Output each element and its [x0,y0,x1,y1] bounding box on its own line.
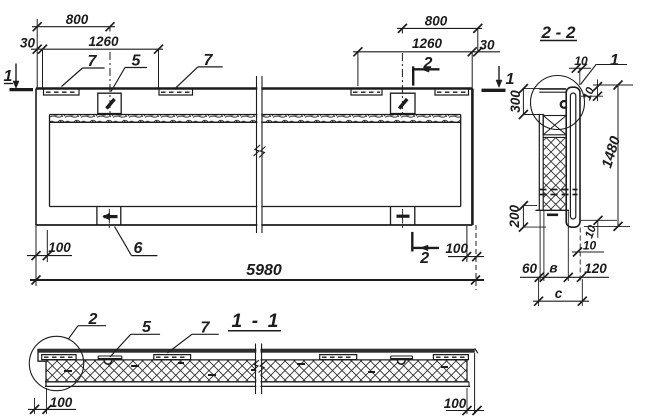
svg-text:7: 7 [88,53,98,70]
svg-text:10: 10 [574,54,588,68]
svg-text:800: 800 [425,14,448,29]
svg-text:10: 10 [583,223,599,240]
svg-text:10: 10 [581,85,597,102]
svg-text:100: 100 [48,240,71,255]
svg-text:1: 1 [4,68,13,85]
svg-text:30: 30 [479,38,495,53]
svg-text:1260: 1260 [88,34,119,49]
svg-text:1260: 1260 [412,36,443,51]
svg-text:5: 5 [132,53,142,70]
svg-text:7: 7 [204,52,214,69]
svg-text:2: 2 [419,250,429,267]
svg-text:7: 7 [201,320,211,337]
svg-text:60: 60 [522,261,538,276]
svg-text:30: 30 [20,36,36,51]
svg-text:с: с [555,286,563,301]
svg-text:2: 2 [88,311,98,328]
svg-text:100: 100 [444,396,467,411]
svg-text:2 - 2: 2 - 2 [540,23,576,42]
svg-text:2: 2 [423,55,433,72]
svg-text:6: 6 [134,240,143,257]
svg-text:5: 5 [142,319,152,336]
svg-text:800: 800 [66,12,89,27]
svg-text:1: 1 [506,71,515,88]
svg-text:100: 100 [445,241,468,256]
svg-text:1480: 1480 [599,135,624,171]
svg-text:100: 100 [50,395,73,410]
svg-text:5980: 5980 [246,262,282,279]
svg-text:в: в [549,261,557,276]
svg-text:200: 200 [507,205,522,229]
svg-text:1 - 1: 1 - 1 [231,311,280,332]
svg-text:120: 120 [584,261,607,276]
svg-text:300: 300 [508,90,523,113]
svg-text:10: 10 [583,239,597,253]
svg-text:1: 1 [610,52,619,69]
